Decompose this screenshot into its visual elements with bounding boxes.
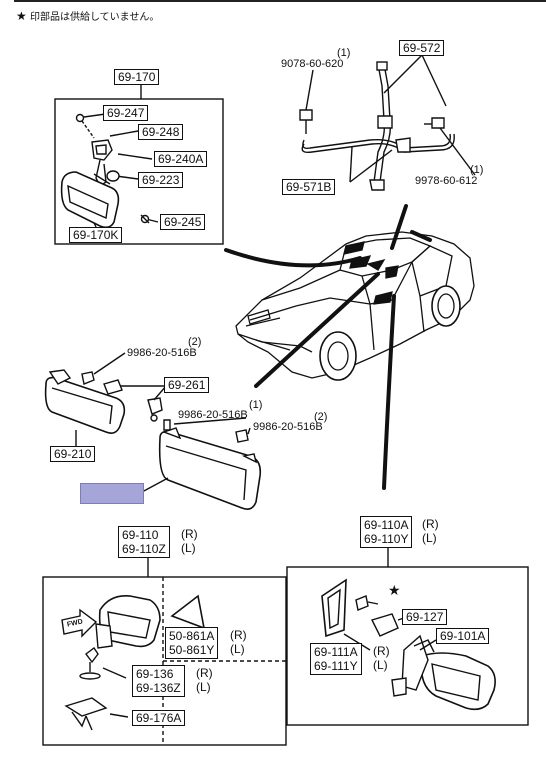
bolt-9986c-qty: (2) xyxy=(314,411,328,423)
garnish-left-suffix: (R) (L) xyxy=(230,628,247,656)
callout-garnish-right: 69-111A 69-111Y xyxy=(310,643,362,675)
bolt-9986a-qty: (2) xyxy=(188,336,202,348)
garnish-right-l-suffix: (L) xyxy=(373,658,388,672)
callout-69-170: 69-170 xyxy=(114,69,160,85)
callout-69-571B: 69-571B xyxy=(282,179,336,195)
garnish-right-r-part: 69-111A xyxy=(314,645,358,659)
garnish-left-l-suffix: (L) xyxy=(230,642,245,656)
garnish-left-r-suffix: (R) xyxy=(230,628,247,642)
callout-69-101A: 69-101A xyxy=(436,628,490,644)
garnish-right-l-part: 69-111Y xyxy=(314,659,358,673)
garnish-right-r-suffix: (R) xyxy=(373,644,390,658)
bolt-9986c-part: 9986-20-516B xyxy=(253,421,323,433)
callout-69-248: 69-248 xyxy=(138,124,184,140)
supply-note-text: 印部品は供給していません。 xyxy=(29,12,160,23)
star-mark-icon: ★ xyxy=(388,582,401,598)
door-mirror-right-group xyxy=(286,548,529,726)
highlight-marker xyxy=(80,483,144,504)
callout-garnish-left: 50-861A 50-861Y xyxy=(165,627,219,659)
mirror-right-l-part: 69-110Y xyxy=(364,532,409,546)
harness-group xyxy=(299,54,476,191)
garnish-left-r-part: 50-861A xyxy=(169,629,215,643)
bolt-9986b-part: 9986-20-516B xyxy=(178,409,248,421)
garnish-left-l-part: 50-861Y xyxy=(169,643,215,657)
mirror-left-l-part: 69-110Z xyxy=(122,542,166,556)
screw-left-l-part: 69-136Z xyxy=(136,681,181,695)
screw-left-r-suffix: (R) xyxy=(196,666,213,680)
mirror-right-suffix: (R) (L) xyxy=(422,517,439,545)
bolt-9986a-part: 9986-20-516B xyxy=(127,347,197,359)
screw-left-l-suffix: (L) xyxy=(196,680,211,694)
callout-69-572: 69-572 xyxy=(399,40,445,56)
callout-screw-left: 69-136 69-136Z xyxy=(132,665,185,697)
callout-69-127: 69-127 xyxy=(402,609,448,625)
callout-69-240A: 69-240A xyxy=(154,151,208,167)
car-illustration xyxy=(235,231,475,381)
pointer-lines xyxy=(224,204,432,490)
callout-mirror-right: 69-110A 69-110Y xyxy=(360,516,413,548)
screw-left-r-part: 69-136 xyxy=(136,667,174,681)
bolt-9978-qty: (1) xyxy=(470,164,484,176)
mirror-right-l-suffix: (L) xyxy=(422,531,437,545)
callout-69-170K: 69-170K xyxy=(69,227,123,243)
mirror-left-l-suffix: (L) xyxy=(181,541,196,555)
bolt-9078-part: 9078-60-620 xyxy=(281,58,344,70)
callout-69-245: 69-245 xyxy=(160,214,206,230)
bolt-9078-qty: (1) xyxy=(337,47,351,59)
garnish-right-suffix: (R) (L) xyxy=(373,644,390,672)
top-border xyxy=(14,0,546,2)
interior-mirror-group xyxy=(54,83,224,245)
callout-69-261: 69-261 xyxy=(164,377,210,393)
bolt-9978-part: 9978-60-612 xyxy=(415,175,478,187)
door-mirror-left-group xyxy=(42,555,287,746)
callout-69-247: 69-247 xyxy=(103,105,149,121)
mirror-right-r-suffix: (R) xyxy=(422,517,439,531)
screw-left-suffix: (R) (L) xyxy=(196,666,213,694)
door-mirror-right-frame xyxy=(286,566,529,726)
bolt-9986b-qty: (1) xyxy=(249,399,263,411)
mirror-left-suffix: (R) (L) xyxy=(181,527,198,555)
callout-69-176A: 69-176A xyxy=(132,710,186,726)
sunvisor-group xyxy=(44,352,262,510)
callout-mirror-left: 69-110 69-110Z xyxy=(118,526,170,558)
mirror-right-r-part: 69-110A xyxy=(364,518,409,532)
star-icon: ★ xyxy=(16,9,27,23)
callout-69-210: 69-210 xyxy=(50,446,96,462)
mirror-left-r-part: 69-110 xyxy=(122,528,159,542)
supply-note: ★ 印部品は供給していません。 xyxy=(16,8,159,23)
mirror-left-r-suffix: (R) xyxy=(181,527,198,541)
interior-mirror-frame xyxy=(54,98,224,245)
callout-69-223: 69-223 xyxy=(138,172,184,188)
